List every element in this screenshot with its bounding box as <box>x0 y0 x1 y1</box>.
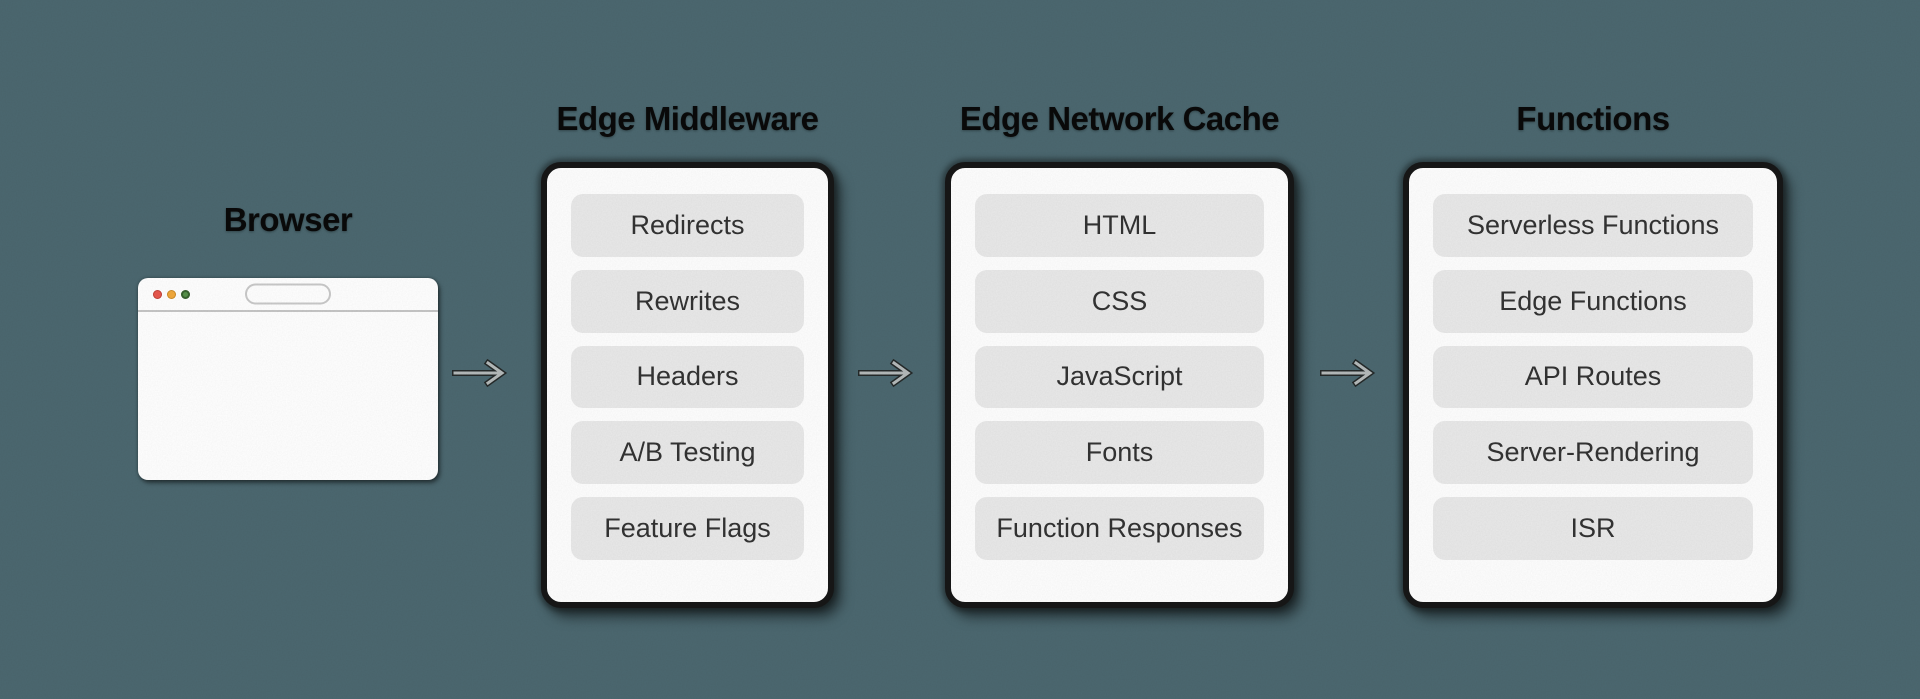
edge-middleware-title: Edge Middleware <box>556 100 819 137</box>
list-item: CSS <box>975 269 1264 333</box>
list-item: Function Responses <box>975 497 1264 560</box>
browser-title: Browser <box>223 201 353 238</box>
list-item: Rewrites <box>571 269 804 333</box>
browser-content-area <box>138 312 438 480</box>
edge-network-cache-card: HTML CSS JavaScript Fonts Function Respo… <box>945 162 1294 608</box>
minimize-dot-icon <box>167 289 176 299</box>
list-item: Redirects <box>571 194 804 257</box>
functions-title: Functions <box>1516 100 1670 137</box>
close-dot-icon <box>153 289 162 299</box>
list-item: HTML <box>975 194 1264 257</box>
address-bar <box>245 283 331 305</box>
browser-toolbar <box>138 278 438 312</box>
list-item: A/B Testing <box>571 421 804 485</box>
fullscreen-dot-icon <box>181 289 190 299</box>
flow-arrow-icon <box>1320 358 1376 388</box>
list-item: JavaScript <box>975 345 1264 409</box>
list-item: Feature Flags <box>571 497 804 560</box>
list-item: API Routes <box>1433 345 1753 409</box>
edge-network-cache-title: Edge Network Cache <box>959 100 1280 137</box>
flow-arrow-icon <box>452 358 508 388</box>
list-item: Headers <box>571 345 804 409</box>
flow-arrow-icon <box>858 358 914 388</box>
list-item: Serverless Functions <box>1433 194 1753 257</box>
list-item: Server-Rendering <box>1433 421 1753 485</box>
browser-window <box>138 278 438 480</box>
functions-card: Serverless Functions Edge Functions API … <box>1403 162 1783 608</box>
list-item: Edge Functions <box>1433 269 1753 333</box>
list-item: ISR <box>1433 497 1753 560</box>
edge-middleware-card: Redirects Rewrites Headers A/B Testing F… <box>541 162 834 608</box>
traffic-lights <box>153 289 190 299</box>
list-item: Fonts <box>975 421 1264 485</box>
